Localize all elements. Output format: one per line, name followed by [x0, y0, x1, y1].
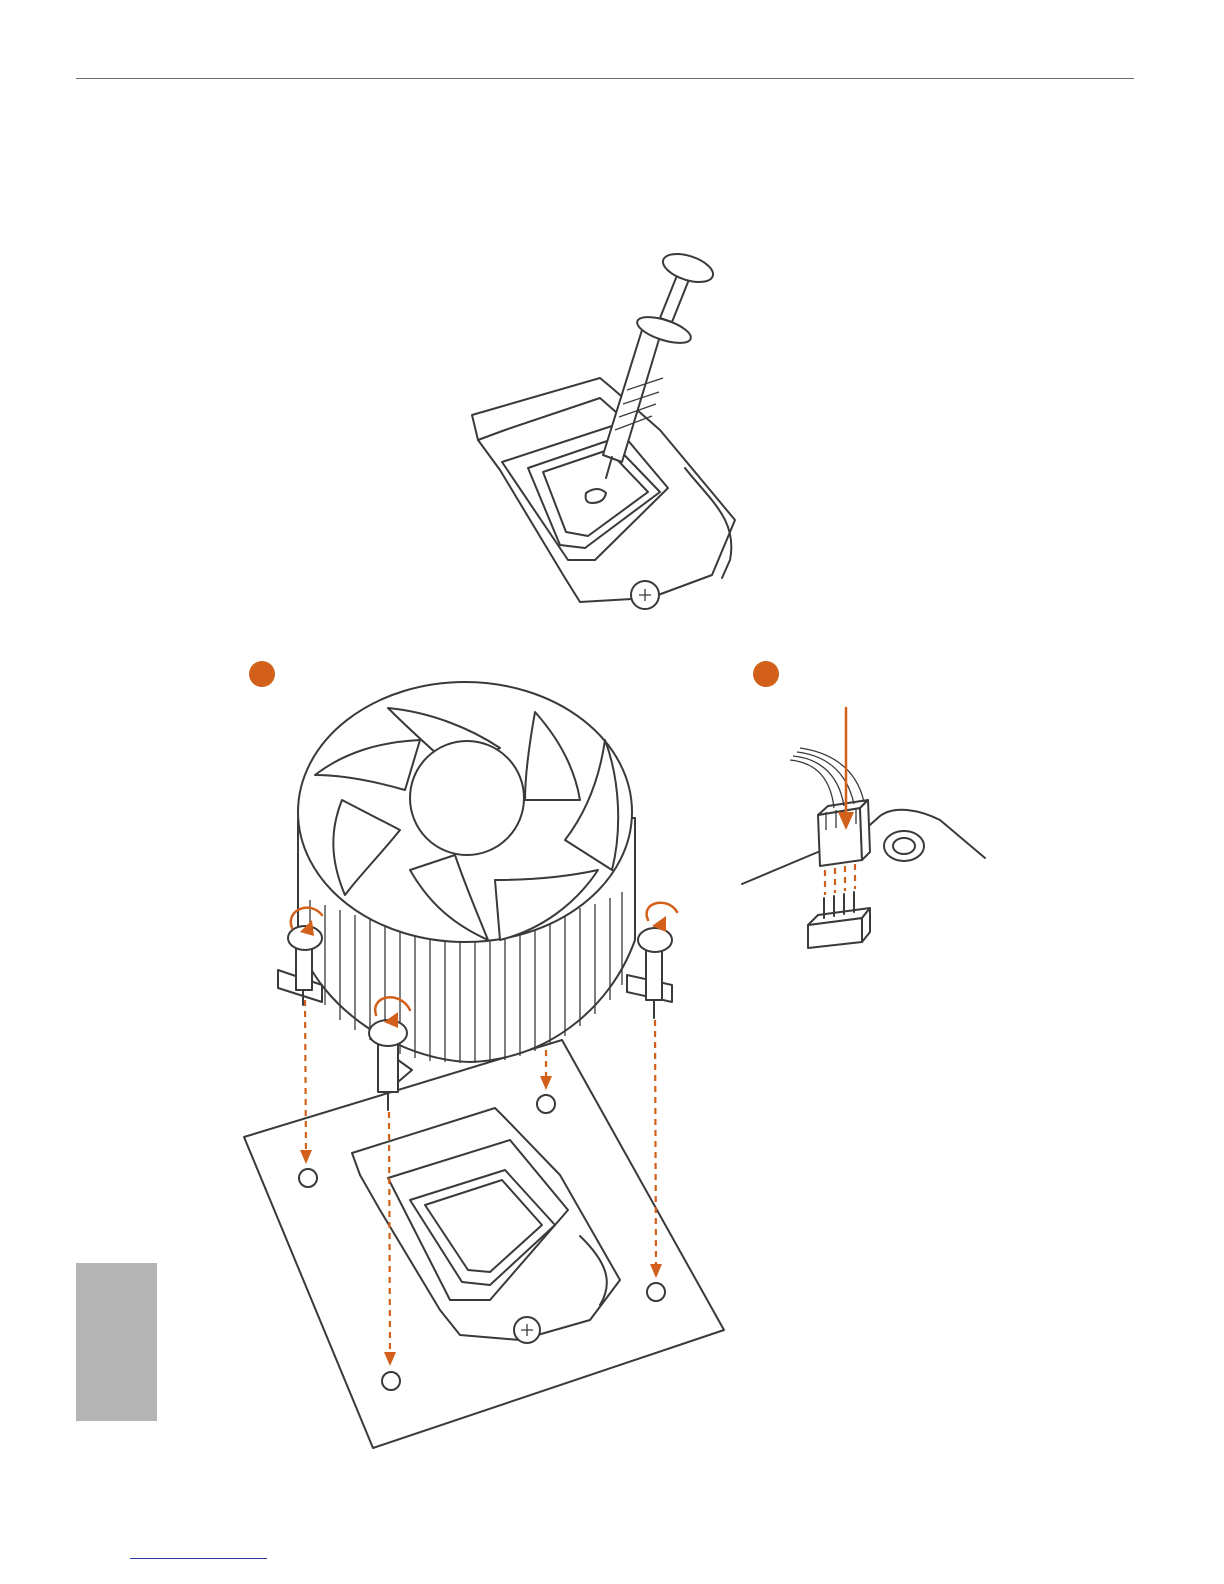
mount-hole [299, 1169, 317, 1187]
alignment-guide [305, 1000, 306, 1154]
alignment-guide [655, 1020, 656, 1268]
step-marker-icon [753, 661, 779, 687]
mount-hole [382, 1372, 400, 1390]
mount-hole [537, 1095, 555, 1113]
fan-hub [410, 741, 524, 855]
fan-wire [800, 748, 864, 802]
step-marker-icon [249, 661, 275, 687]
fan-wire [793, 756, 844, 806]
cooler-install-figure [244, 682, 724, 1448]
push-pin [638, 928, 672, 1018]
fan-wire [790, 760, 834, 808]
alignment-guide [389, 1112, 390, 1356]
fan-connector-figure [742, 708, 985, 948]
thermal-paste-figure [472, 249, 735, 609]
pin-alignment-guide [825, 864, 855, 895]
rotate-arrow-icon [647, 903, 677, 920]
mount-hole [647, 1283, 665, 1301]
